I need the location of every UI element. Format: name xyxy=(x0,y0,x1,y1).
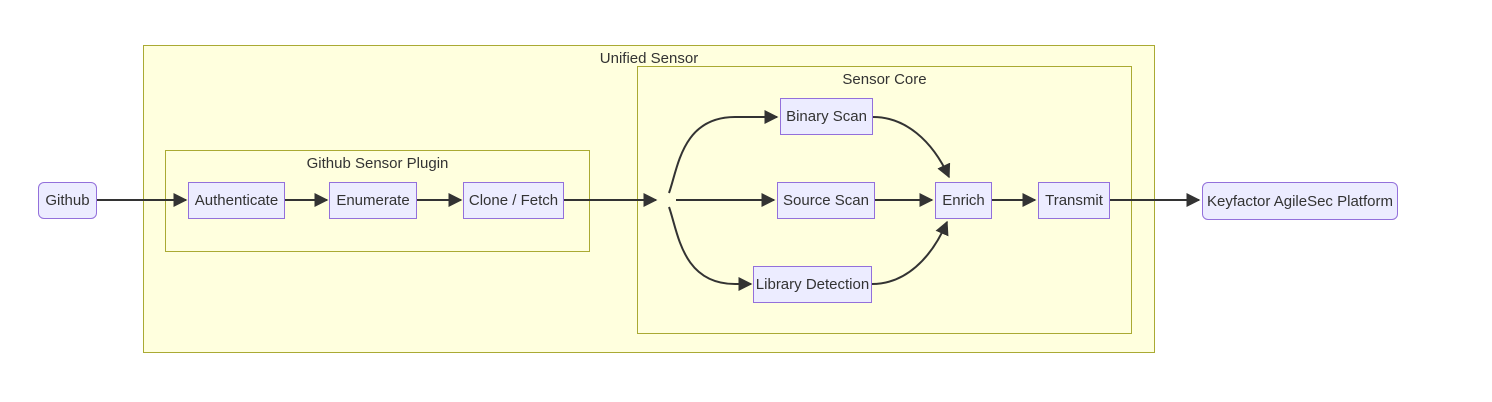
edge-junction-binary-scan xyxy=(668,110,779,194)
node-transmit: Transmit xyxy=(1038,182,1110,219)
cluster-github-sensor-plugin-label: Github Sensor Plugin xyxy=(306,155,449,172)
node-github: Github xyxy=(38,182,97,219)
node-enrich: Enrich xyxy=(935,182,992,219)
cluster-unified-sensor-label: Unified Sensor xyxy=(599,50,699,67)
node-source-scan: Source Scan xyxy=(777,182,875,219)
node-keyfactor-agilesec-platform: Keyfactor AgileSec Platform xyxy=(1202,182,1398,220)
node-authenticate: Authenticate xyxy=(188,182,285,219)
edge-binary-scan-enrich xyxy=(872,116,951,179)
node-library-detection: Library Detection xyxy=(753,266,872,303)
edge-library-detection-enrich xyxy=(871,220,949,285)
node-binary-scan: Binary Scan xyxy=(780,98,873,135)
node-enumerate: Enumerate xyxy=(329,182,417,219)
cluster-sensor-core-label: Sensor Core xyxy=(842,71,927,88)
node-clone-fetch: Clone / Fetch xyxy=(463,182,564,219)
edge-junction-library-detection xyxy=(668,206,753,291)
